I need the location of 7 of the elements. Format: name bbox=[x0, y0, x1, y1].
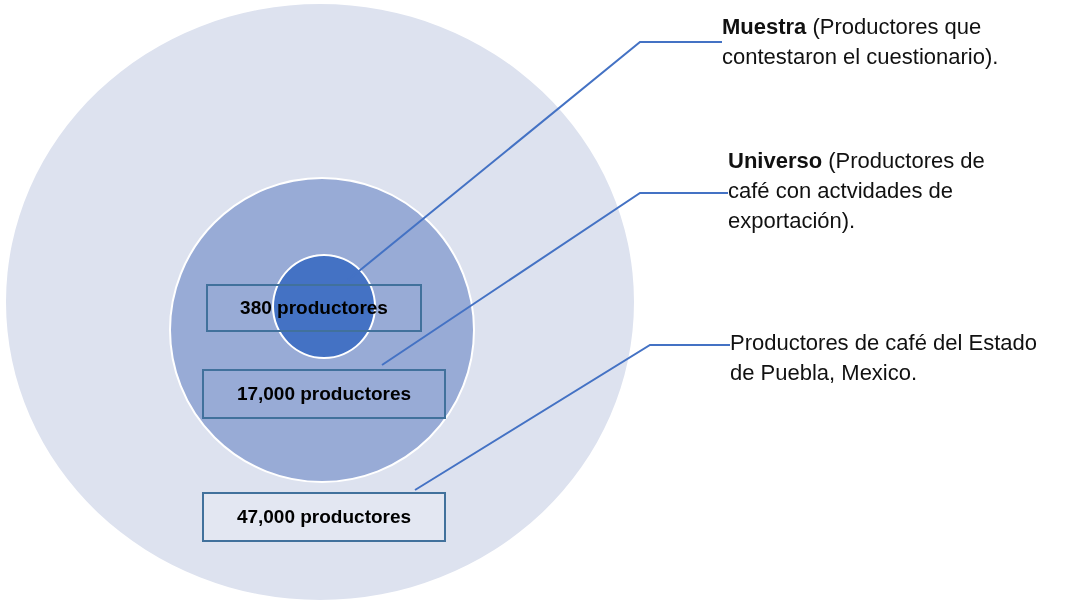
leader-line bbox=[381, 192, 729, 366]
leader-line bbox=[414, 344, 731, 491]
description-text: Muestra (Productores que contestaron el cuestionario). bbox=[722, 12, 1072, 76]
description-text: Universo (Productores de café con actvidades de exportación). bbox=[728, 146, 1028, 240]
count-box: 47,000 productores bbox=[202, 492, 446, 542]
description-text: Productores de café del Estado de Puebla, Mexico. bbox=[730, 328, 1050, 390]
count-box: 17,000 productores bbox=[202, 369, 446, 419]
